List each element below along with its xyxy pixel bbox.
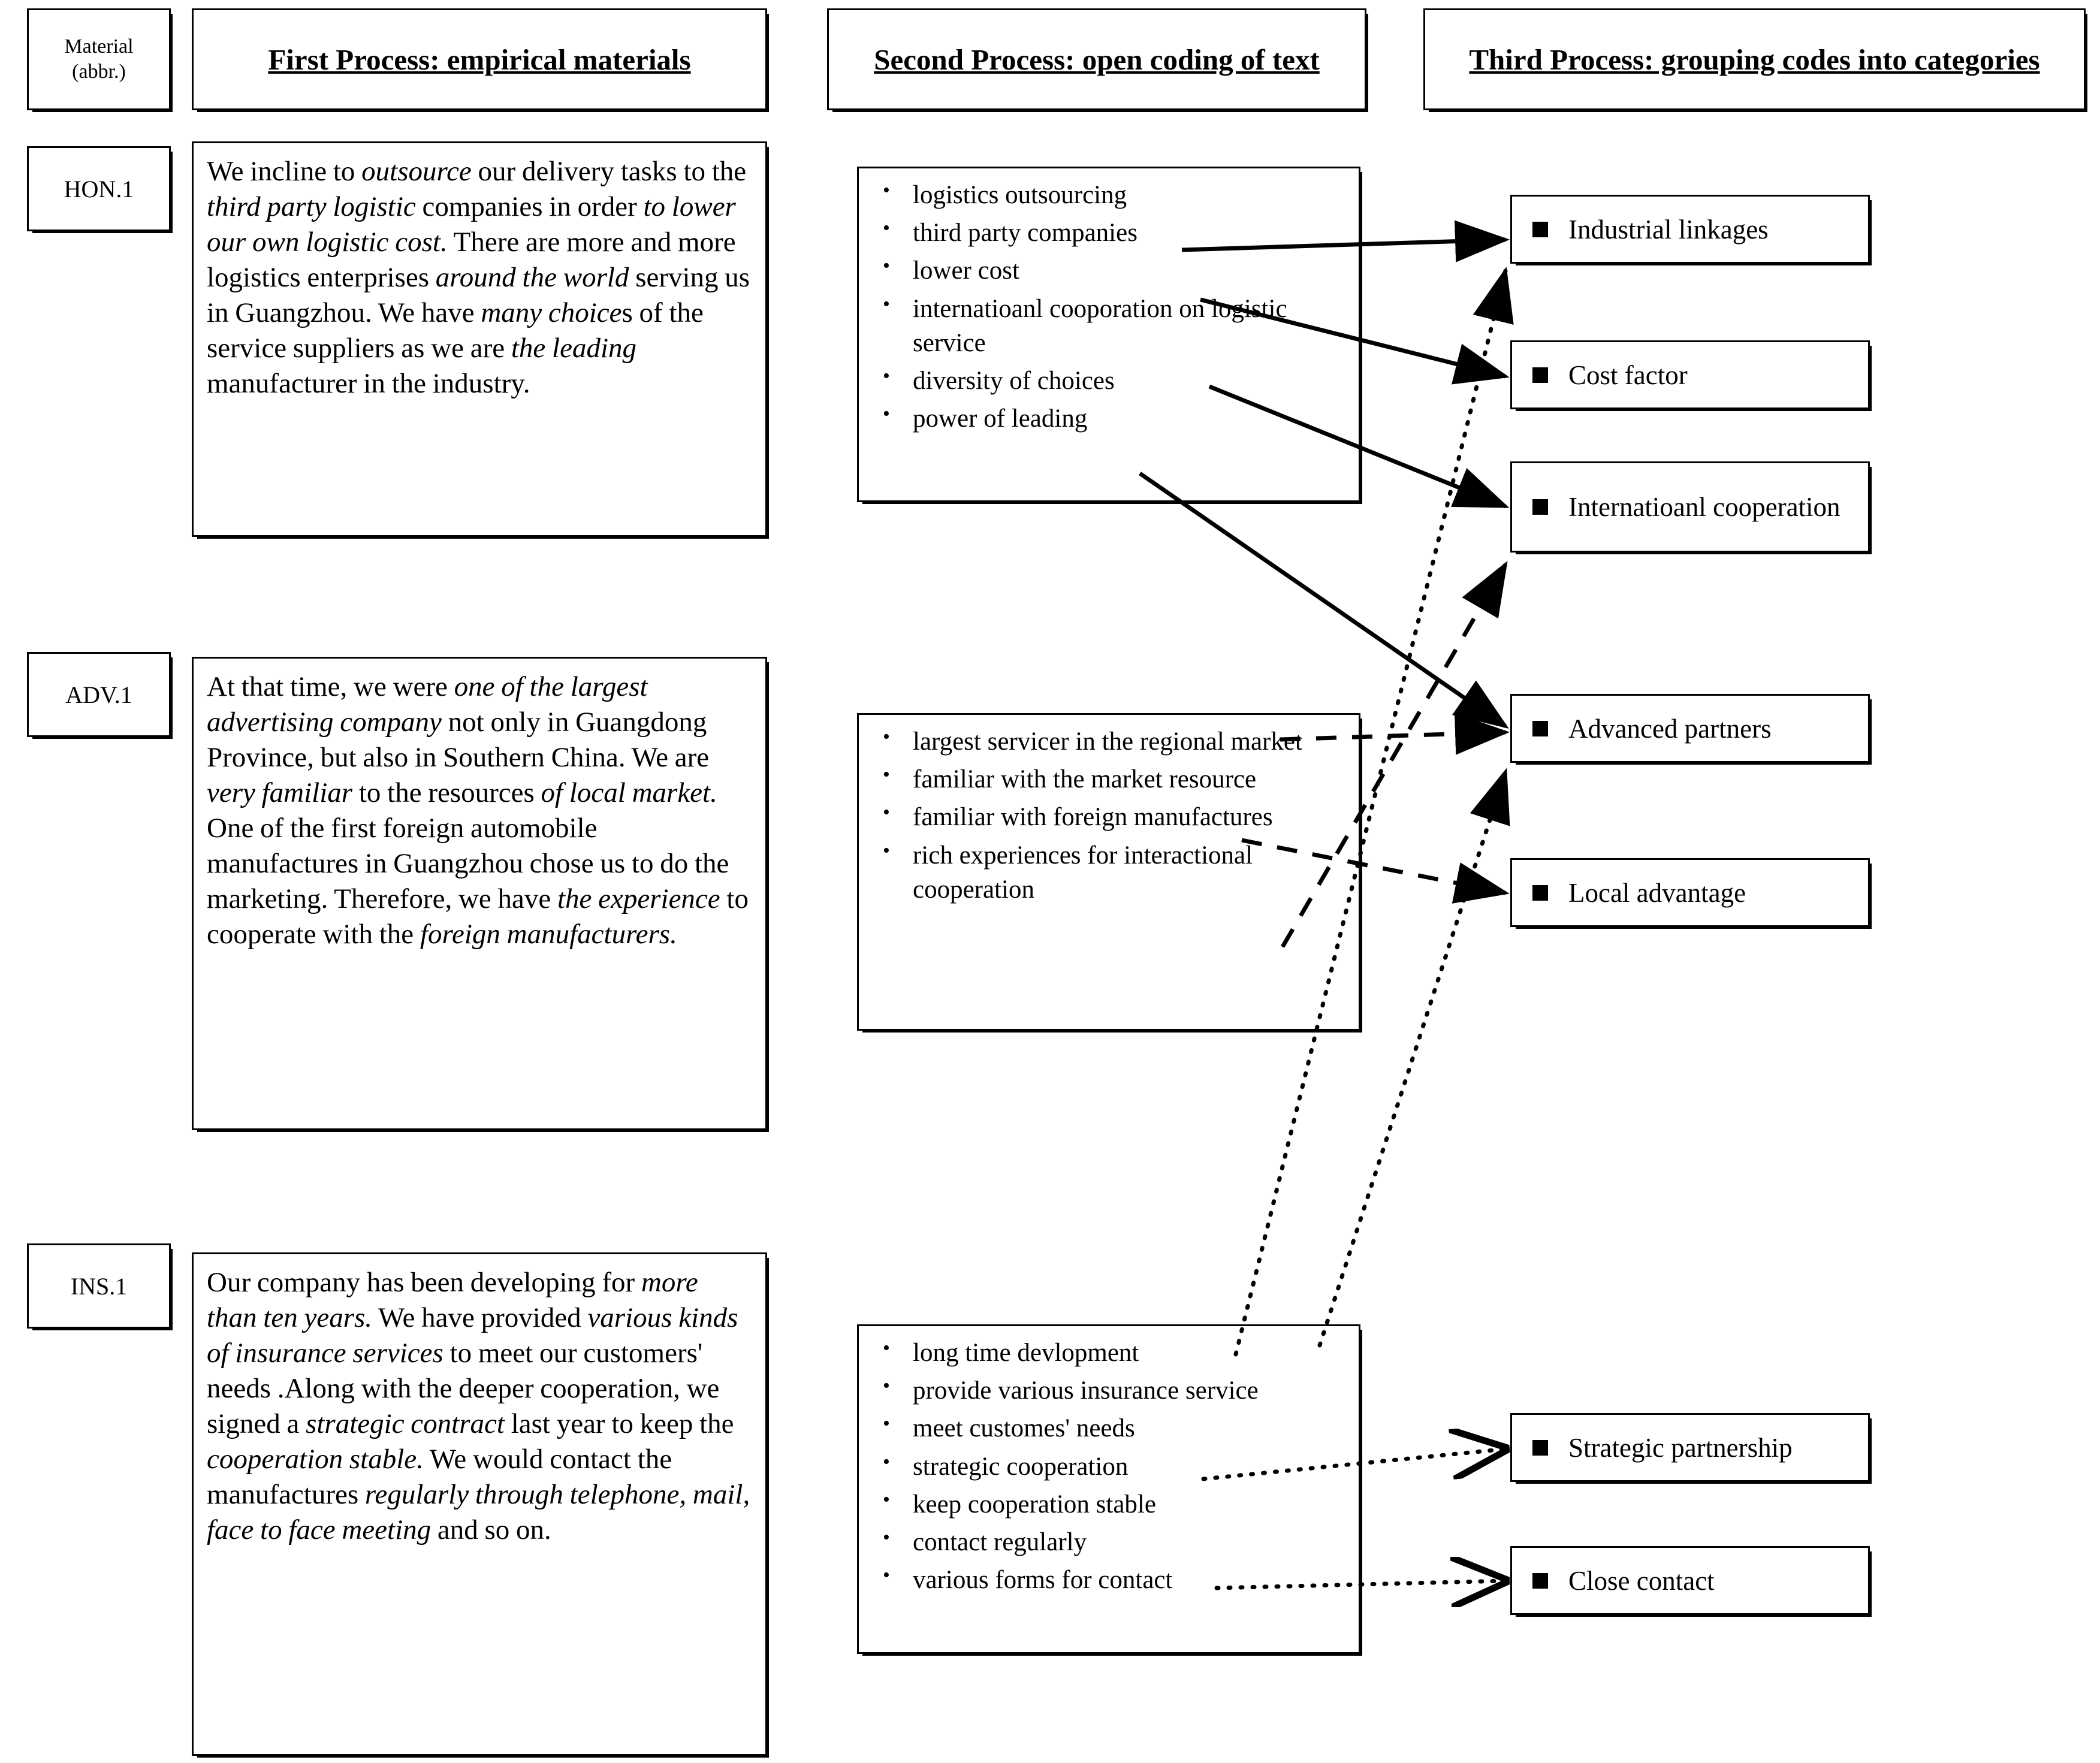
code-item: provide various insurance service: [876, 1372, 1353, 1408]
code-item: third party companies: [876, 215, 1353, 250]
open-codes-adv1: largest servicer in the regional marketf…: [857, 713, 1360, 1031]
open-codes-hon1: logistics outsourcingthird party compani…: [857, 167, 1360, 502]
code-item: rich experiences for interactional coope…: [876, 837, 1353, 907]
material-column-header: Material (abbr.): [27, 8, 171, 110]
second-process-header-label: Second Process: open coding of text: [874, 43, 1320, 76]
category-strategic-partnership: Strategic partnership: [1510, 1413, 1870, 1482]
code-item: largest servicer in the regional market: [876, 723, 1353, 759]
third-process-header-label: Third Process: grouping codes into categ…: [1469, 43, 2040, 76]
empirical-material-ins1: Our company has been developing for more…: [192, 1252, 767, 1756]
bullet-square-icon: [1532, 1439, 1548, 1456]
material-label-ins1-text: INS.1: [70, 1272, 128, 1300]
open-codes-adv1-list: largest servicer in the regional marketf…: [876, 723, 1353, 907]
category-internatioanl-cooperation-label: Internatioanl cooperation: [1568, 492, 1840, 522]
third-process-header: Third Process: grouping codes into categ…: [1423, 8, 2086, 110]
material-label-adv1-text: ADV.1: [65, 681, 132, 708]
category-local-advantage-label: Local advantage: [1568, 877, 1746, 908]
bullet-square-icon: [1532, 221, 1548, 237]
code-item: power of leading: [876, 400, 1353, 436]
category-close-contact-label: Close contact: [1568, 1565, 1715, 1596]
material-label-hon1-text: HON.1: [64, 175, 134, 203]
open-codes-ins1-list: long time devlopmentprovide various insu…: [876, 1335, 1353, 1597]
material-label-hon1: HON.1: [27, 146, 171, 231]
open-codes-hon1-list: logistics outsourcingthird party compani…: [876, 177, 1353, 436]
category-industrial-linkages: Industrial linkages: [1510, 195, 1870, 264]
code-item: strategic cooperation: [876, 1448, 1353, 1484]
bullet-square-icon: [1532, 720, 1548, 736]
category-advanced-partners-label: Advanced partners: [1568, 713, 1772, 744]
category-local-advantage: Local advantage: [1510, 858, 1870, 927]
code-item: keep cooperation stable: [876, 1486, 1353, 1522]
open-codes-ins1: long time devlopmentprovide various insu…: [857, 1324, 1360, 1654]
code-item: meet customes' needs: [876, 1410, 1353, 1445]
category-advanced-partners: Advanced partners: [1510, 694, 1870, 763]
category-internatioanl-cooperation: Internatioanl cooperation: [1510, 461, 1870, 553]
code-item: contact regularly: [876, 1524, 1353, 1559]
code-item: various forms for contact: [876, 1562, 1353, 1597]
code-item: diversity of choices: [876, 363, 1353, 398]
first-process-header: First Process: empirical materials: [192, 8, 767, 110]
category-cost-factor-label: Cost factor: [1568, 360, 1688, 390]
bullet-square-icon: [1532, 367, 1548, 383]
category-industrial-linkages-label: Industrial linkages: [1568, 214, 1769, 244]
code-item: familiar with foreign manufactures: [876, 799, 1353, 834]
empirical-material-adv1-text: At that time, we were one of the largest…: [207, 671, 749, 950]
second-process-header: Second Process: open coding of text: [827, 8, 1366, 110]
empirical-material-hon1: We incline to outsource our delivery tas…: [192, 141, 767, 537]
material-header-line1: Material: [64, 35, 134, 58]
material-label-adv1: ADV.1: [27, 652, 171, 737]
code-item: lower cost: [876, 252, 1353, 288]
connector-power-of-leading-to-advanced-partners: [1139, 472, 1509, 729]
code-item: logistics outsourcing: [876, 177, 1353, 212]
first-process-header-label: First Process: empirical materials: [268, 43, 691, 76]
bullet-square-icon: [1532, 884, 1548, 901]
bullet-square-icon: [1532, 499, 1548, 515]
category-strategic-partnership-label: Strategic partnership: [1568, 1432, 1793, 1463]
category-close-contact: Close contact: [1510, 1546, 1870, 1615]
empirical-material-ins1-text: Our company has been developing for more…: [207, 1267, 750, 1545]
empirical-material-adv1: At that time, we were one of the largest…: [192, 657, 767, 1130]
material-label-ins1: INS.1: [27, 1243, 171, 1329]
code-item: internatioanl cooporation on logistic se…: [876, 291, 1353, 360]
category-cost-factor: Cost factor: [1510, 340, 1870, 409]
code-item: familiar with the market resource: [876, 761, 1353, 796]
empirical-material-hon1-text: We incline to outsource our delivery tas…: [207, 156, 750, 399]
bullet-square-icon: [1532, 1572, 1548, 1589]
code-item: long time devlopment: [876, 1335, 1353, 1370]
material-header-line2: (abbr.): [72, 61, 126, 83]
